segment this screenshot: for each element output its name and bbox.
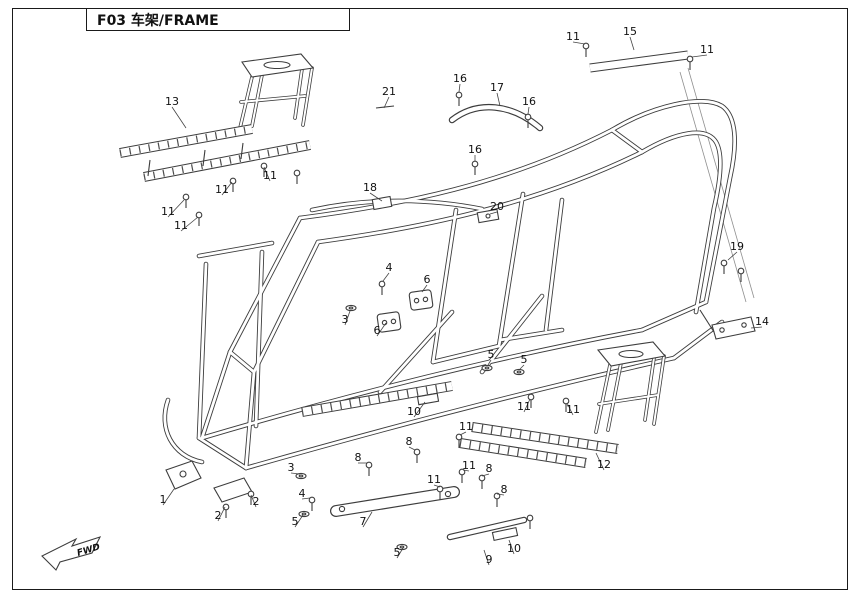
callout-label: 8 bbox=[501, 483, 508, 496]
leader-line bbox=[382, 272, 390, 282]
leader-line bbox=[413, 401, 426, 418]
callout-label: 9 bbox=[486, 553, 493, 566]
leader-line bbox=[496, 92, 501, 107]
callout-label: 3 bbox=[288, 461, 295, 474]
leader-line bbox=[162, 488, 175, 506]
callout-label: 16 bbox=[522, 95, 536, 108]
callout-label: 11 bbox=[459, 420, 473, 433]
leader-line bbox=[221, 181, 233, 196]
leader-line bbox=[489, 211, 498, 215]
leader-line bbox=[566, 402, 574, 416]
callout-label: 6 bbox=[374, 324, 381, 337]
leader-line bbox=[396, 547, 404, 559]
callout-label: 14 bbox=[755, 315, 769, 328]
callout-label: 8 bbox=[355, 451, 362, 464]
leader-line bbox=[180, 216, 199, 232]
callout-label: 11 bbox=[566, 403, 580, 416]
callout-label: 17 bbox=[490, 81, 504, 94]
callout-label: 11 bbox=[566, 30, 580, 43]
page-border bbox=[12, 8, 848, 590]
rear-stand bbox=[594, 341, 667, 434]
callout-label: 4 bbox=[299, 487, 306, 500]
callout-label: 16 bbox=[453, 72, 467, 85]
engine-mounts bbox=[376, 289, 434, 333]
callout-label: 21 bbox=[382, 85, 396, 98]
leader-line bbox=[508, 539, 515, 555]
callout-label: 4 bbox=[386, 261, 393, 274]
leader-line bbox=[727, 251, 738, 261]
callout-label: 10 bbox=[407, 405, 421, 418]
leader-line bbox=[433, 484, 441, 488]
leader-line bbox=[459, 431, 467, 436]
callout-label: 5 bbox=[394, 546, 401, 559]
callout-label: 5 bbox=[292, 515, 299, 528]
leader-line bbox=[369, 192, 383, 202]
callout-label: 5 bbox=[521, 353, 528, 366]
callout-label: 13 bbox=[165, 95, 179, 108]
callout-label: 11 bbox=[161, 205, 175, 218]
leader-line bbox=[629, 36, 635, 51]
leader-line bbox=[250, 494, 257, 508]
leader-line bbox=[217, 506, 226, 522]
callout-label: 10 bbox=[507, 542, 521, 555]
leader-line bbox=[167, 199, 185, 218]
leader-line bbox=[487, 359, 492, 366]
bracket-plates bbox=[165, 195, 756, 542]
leader-line bbox=[519, 364, 525, 370]
page-title: F03 车架/FRAME bbox=[97, 12, 219, 29]
callout-label: 12 bbox=[597, 458, 611, 471]
leader-line bbox=[595, 452, 605, 471]
callout-label: 2 bbox=[253, 495, 260, 508]
callout-label: 11 bbox=[174, 219, 188, 232]
leader-line bbox=[421, 284, 428, 293]
callout-label: 15 bbox=[623, 25, 637, 38]
leader-line bbox=[691, 54, 708, 58]
callout-label: 11 bbox=[427, 473, 441, 486]
callout-label: 19 bbox=[730, 240, 744, 253]
leader-line bbox=[294, 514, 304, 528]
leader-line bbox=[527, 106, 530, 115]
callout-label: 11 bbox=[462, 459, 476, 472]
callout-label: 11 bbox=[215, 183, 229, 196]
callout-label: 7 bbox=[360, 515, 367, 528]
fwd-marker: FWD bbox=[41, 536, 102, 571]
callout-label: 11 bbox=[517, 400, 531, 413]
leader-line bbox=[171, 106, 187, 129]
leader-line bbox=[483, 549, 490, 566]
leader-line bbox=[301, 497, 311, 500]
rack-rail-left bbox=[120, 129, 310, 177]
callout-label: 11 bbox=[263, 169, 277, 182]
title-block: F03 车架/FRAME bbox=[86, 8, 350, 31]
callout-label: 3 bbox=[342, 313, 349, 326]
leader-line bbox=[383, 96, 390, 109]
top-crossbar bbox=[590, 55, 688, 68]
leader-line bbox=[750, 326, 763, 329]
leader-line bbox=[572, 41, 586, 45]
leader-line bbox=[481, 473, 490, 477]
callout-label: 16 bbox=[468, 143, 482, 156]
leader-line bbox=[496, 493, 505, 496]
leader-line bbox=[408, 446, 416, 451]
callout-label: 5 bbox=[488, 348, 495, 361]
leader-line bbox=[290, 472, 301, 475]
leader-line bbox=[362, 511, 373, 528]
callout-label: 18 bbox=[363, 181, 377, 194]
leader-line bbox=[344, 310, 351, 326]
leader-line bbox=[376, 322, 387, 337]
callout-label: 1 bbox=[160, 493, 167, 506]
callout-label: 8 bbox=[486, 462, 493, 475]
front-stand bbox=[238, 53, 315, 130]
callout-label: 20 bbox=[490, 200, 504, 213]
callout-label: 8 bbox=[406, 435, 413, 448]
leader-line bbox=[462, 469, 470, 472]
leader-line bbox=[523, 398, 531, 413]
callout-label: 11 bbox=[700, 43, 714, 56]
leader-line bbox=[458, 83, 461, 93]
callout-label: 2 bbox=[215, 509, 222, 522]
callout-label: 6 bbox=[424, 273, 431, 286]
lower-arm bbox=[336, 491, 454, 511]
leader-line bbox=[263, 166, 271, 182]
